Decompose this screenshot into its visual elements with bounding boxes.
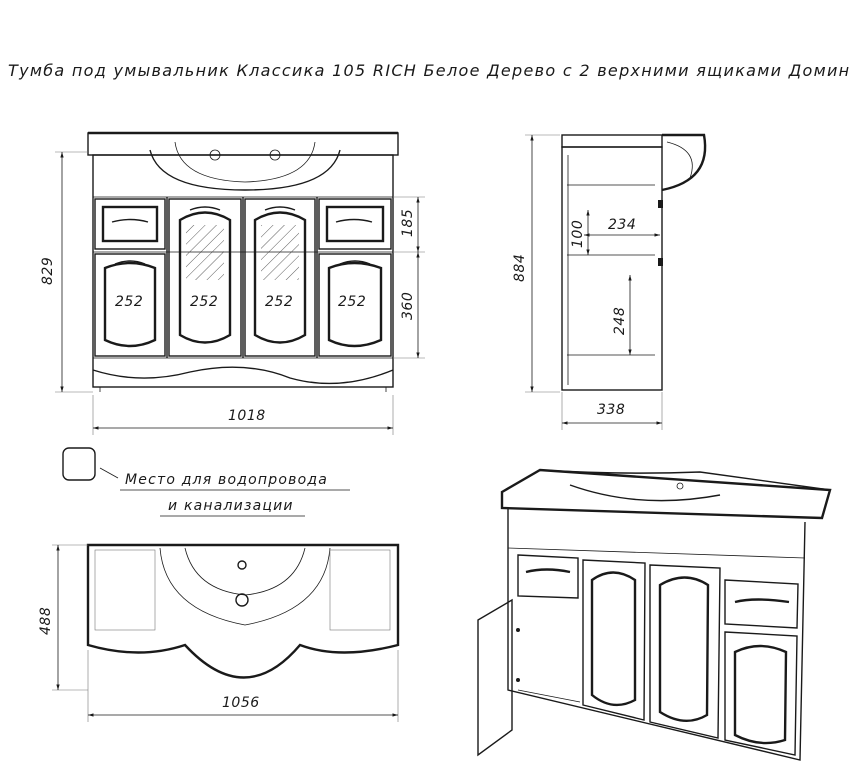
legend-line-2: и канализации (168, 498, 294, 514)
door-width-label-3: 252 (265, 294, 293, 310)
legend: Место для водопровода и канализации (62, 447, 350, 517)
shelf-gap-dim: 100 (570, 220, 586, 248)
lower-shelf-dim: 248 (612, 307, 628, 335)
front-height-dim: 829 (40, 257, 56, 285)
door-width-label-4: 252 (338, 294, 366, 310)
top-width-dim: 1056 (222, 695, 260, 711)
side-depth-dim: 338 (597, 402, 625, 418)
side-height-dim: 884 (512, 254, 528, 282)
isometric-view (477, 468, 832, 761)
door-width-label-1: 252 (115, 294, 143, 310)
door-height-dim: 360 (400, 292, 416, 320)
door-width-label-2: 252 (190, 294, 218, 310)
top-depth-dim: 488 (38, 607, 54, 635)
drawing-title: Тумба под умывальник Классика 105 RICH Б… (8, 61, 849, 80)
legend-line-1: Место для водопровода (125, 472, 328, 488)
front-view: 252 252 252 252 829 1018 185 360 (40, 131, 425, 435)
water-supply-symbol (62, 447, 96, 481)
drawer-height-dim: 185 (400, 209, 416, 237)
side-view: 884 100 234 248 338 (512, 133, 707, 430)
top-view: 488 1056 (38, 543, 400, 722)
front-width-dim: 1018 (228, 408, 266, 424)
shelf-depth-dim: 234 (608, 217, 636, 233)
